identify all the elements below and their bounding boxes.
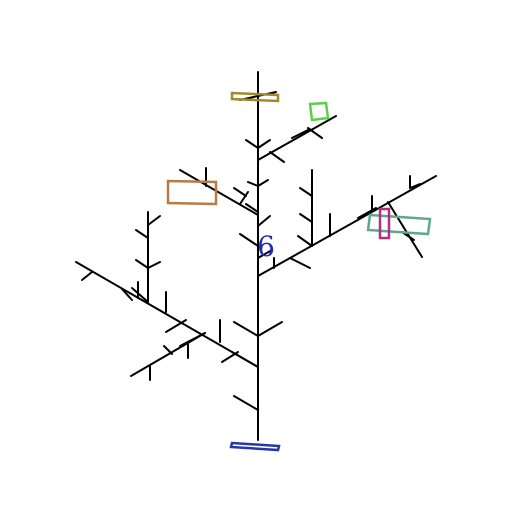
tree-segment xyxy=(257,139,271,149)
tree-segment xyxy=(299,187,313,197)
blue-marker xyxy=(229,441,281,452)
tree-segment xyxy=(357,207,377,219)
teal-marker xyxy=(366,213,432,236)
tree-segment xyxy=(121,288,133,301)
tree-segment xyxy=(221,351,239,363)
olive-marker xyxy=(230,91,280,103)
tree-segment xyxy=(257,249,273,259)
tree-segment xyxy=(239,233,259,247)
tree-segment xyxy=(233,395,259,411)
tree-segment xyxy=(257,175,437,277)
green-marker xyxy=(308,101,330,122)
tree-segment xyxy=(233,187,247,197)
tree-segment xyxy=(165,319,187,333)
tree-segment xyxy=(147,215,161,226)
tree-segment xyxy=(75,261,259,368)
tree-segment xyxy=(131,287,149,303)
tree-segment xyxy=(299,213,313,223)
tree-segment xyxy=(291,129,309,139)
tree-segment xyxy=(409,183,421,189)
tree-segment xyxy=(81,271,93,281)
tree-segment xyxy=(135,229,149,239)
tree-segment xyxy=(163,345,173,355)
tree-segment xyxy=(245,203,259,213)
tree-segment xyxy=(130,332,206,377)
tree-segment xyxy=(289,257,311,269)
tree-segment xyxy=(179,169,259,216)
tree-segment xyxy=(387,201,423,258)
tree-segment xyxy=(257,321,283,337)
orange-marker xyxy=(166,179,218,206)
tree-segment xyxy=(239,191,249,205)
tree-segment xyxy=(257,215,271,227)
tree-segment xyxy=(247,181,259,187)
magenta-marker xyxy=(378,207,391,240)
tree-segment xyxy=(257,115,337,161)
tree-segment xyxy=(269,151,285,163)
tree-segment xyxy=(147,261,161,269)
tree-segment xyxy=(307,127,323,139)
tree-segment xyxy=(297,235,313,247)
tree-segment xyxy=(135,259,149,269)
marker-group xyxy=(166,91,432,452)
diagram-label: 6 xyxy=(257,230,275,263)
fractal-tree xyxy=(75,71,437,441)
tree-segment xyxy=(245,139,259,149)
tree-segment xyxy=(233,321,259,337)
tree-segment xyxy=(257,179,269,187)
